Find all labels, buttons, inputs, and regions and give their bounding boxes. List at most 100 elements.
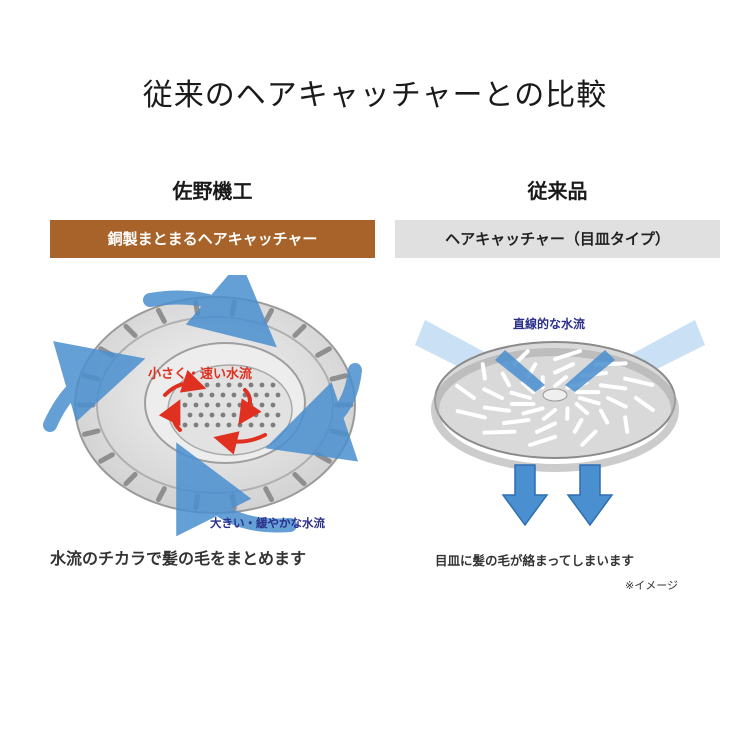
plate-slot: [455, 384, 476, 400]
outer-slot: [123, 323, 138, 338]
outer-slot: [315, 346, 332, 358]
plate-slot: [482, 429, 517, 435]
drain-hole: [198, 392, 204, 398]
outer-slot: [98, 452, 115, 464]
outer-slot: [292, 323, 307, 338]
drain-hole: [237, 402, 243, 408]
plate-slot: [520, 380, 536, 394]
left-heading: 佐野機工: [172, 179, 253, 203]
drain-hole: [187, 392, 193, 398]
small-arrow-4: [158, 399, 182, 432]
label-large-slow: 大きい・緩やかな水流: [210, 516, 325, 530]
plate-slot: [480, 362, 487, 381]
right-heading: 従来品: [527, 179, 588, 203]
drain-hole: [237, 382, 243, 388]
drain-hole: [270, 402, 276, 408]
drain-hole: [237, 422, 243, 428]
plate-slot: [572, 418, 584, 434]
plate-slot: [482, 387, 504, 400]
drain-hole: [204, 382, 210, 388]
drain-hole: [182, 422, 188, 428]
plate-slot: [634, 396, 655, 412]
plate-slot: [606, 396, 628, 409]
outer-slot: [193, 493, 201, 511]
small-arrow-2: [238, 388, 262, 425]
drain-hole: [193, 422, 199, 428]
plate-slot: [528, 434, 557, 447]
drain-hole: [226, 382, 232, 388]
downflow-arrows: [501, 464, 614, 527]
drain-hole: [231, 412, 237, 418]
plate-slot: [509, 390, 532, 400]
left-illustration-svg: 小さく・速い水流 大きい・緩やかな水流: [43, 260, 362, 537]
drain-hole: [275, 392, 281, 398]
drain-hole: [215, 422, 221, 428]
downflow-arrow-left: [501, 464, 549, 527]
inflow-arrow-2: [565, 350, 615, 392]
flow-arrow-right: [265, 363, 362, 462]
drain-hole: [209, 392, 215, 398]
drain-hole: [215, 402, 221, 408]
label-small-fast: 小さく・速い水流: [148, 366, 252, 382]
plate-slot: [578, 396, 601, 406]
plate-slot: [455, 409, 487, 420]
right-illustration-svg: 直線的な水流: [415, 316, 705, 527]
plate-slot: [534, 421, 557, 434]
right-caption: 目皿に髪の毛が絡まってしまいます: [435, 553, 634, 568]
plate-slot: [580, 429, 598, 447]
plate-slot: [482, 405, 512, 413]
flow-arrow-top: [143, 260, 277, 348]
outer-slot: [123, 472, 138, 487]
image-note: ※イメージ: [625, 579, 678, 592]
left-caption: 水流のチカラで髪の毛をまとめます: [50, 549, 307, 568]
outer-slot: [156, 307, 167, 324]
outer-slot: [329, 373, 348, 382]
drain-hole: [259, 402, 265, 408]
right-product-banner: ヘアキャッチャー（目皿タイプ）: [395, 220, 720, 258]
inflow-arrow-1: [495, 350, 545, 392]
drain-hole: [226, 402, 232, 408]
outer-slot: [229, 493, 237, 511]
plate-slot: [598, 408, 610, 425]
drain-hole: [270, 422, 276, 428]
plate-slot: [541, 408, 557, 421]
drain-hole: [220, 392, 226, 398]
flow-arrow-bottom: [176, 442, 297, 537]
plate-slot: [521, 406, 545, 416]
drain-hole: [215, 382, 221, 388]
page-title: 従来のヘアキャッチャーとの比較: [142, 78, 608, 113]
drain-hole: [187, 412, 193, 418]
plate-slot: [553, 349, 582, 362]
downflow-arrow-right: [566, 464, 614, 527]
small-arrow-3: [213, 431, 267, 455]
drain-hole: [259, 422, 265, 428]
drain-hole: [204, 422, 210, 428]
small-arrow-1: [163, 369, 207, 397]
drain-hole: [264, 412, 270, 418]
outer-slot: [263, 486, 274, 503]
outer-slot: [292, 472, 307, 487]
plate-slot: [553, 375, 569, 388]
drain-hole: [226, 422, 232, 428]
flow-arrow-left: [43, 341, 146, 432]
drain-hole: [259, 382, 265, 388]
drain-hole: [270, 382, 276, 388]
left-hair-catcher-illustration: 小さく・速い水流 大きい・緩やかな水流: [30, 260, 375, 540]
drain-hole: [182, 402, 188, 408]
drain-hole: [248, 422, 254, 428]
plate-slot: [553, 362, 576, 375]
plate-slot: [598, 383, 628, 391]
drain-hole: [198, 412, 204, 418]
right-hair-catcher-illustration: 直線的な水流: [395, 290, 725, 550]
plate-slot: [501, 418, 531, 426]
outer-slot: [156, 486, 167, 503]
left-product-banner: 銅製まとまるヘアキャッチャー: [50, 220, 375, 258]
plate-slot: [623, 415, 630, 434]
outer-slot: [82, 428, 101, 437]
label-straight-flow: 直線的な水流: [513, 316, 585, 331]
plate-slot: [500, 371, 512, 388]
drain-hole: [248, 382, 254, 388]
drain-hole: [253, 392, 259, 398]
drain-hole: [264, 392, 270, 398]
plate-slot: [623, 376, 655, 387]
